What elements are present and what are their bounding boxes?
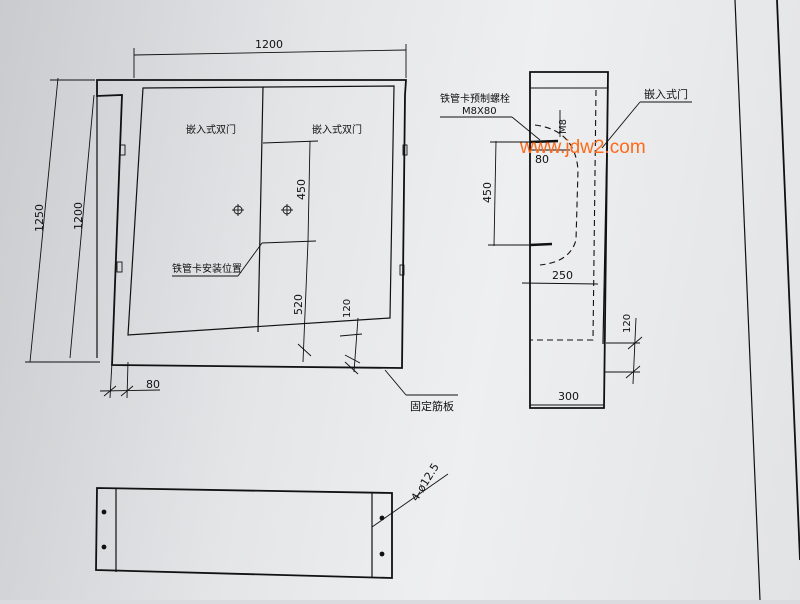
label-pipe-clamp-position: 铁管卡安装位置	[172, 262, 242, 275]
hinge-right-bottom	[399, 264, 405, 276]
embedded-door-dashed	[530, 89, 597, 341]
door-divider	[257, 86, 264, 333]
label-fixing-rib-plate: 固定筋板	[410, 399, 454, 413]
label-embedded-door: 嵌入式门	[644, 87, 688, 101]
side-view: 铁管卡预制螺栓 M8X80 M8 80 450 250 120 300 嵌入式门	[440, 71, 692, 409]
hole-bottom-right	[379, 551, 385, 557]
door-panel	[127, 85, 395, 336]
dim-cabinet-height: 1200	[72, 202, 85, 230]
dim-width: 1200	[255, 38, 283, 51]
label-door-left: 嵌入式双门	[186, 123, 236, 136]
watermark-text: www.jdw2.com	[519, 137, 646, 158]
hole-top-left	[101, 509, 107, 515]
pipe-curve	[534, 124, 579, 266]
dim-side-450: 450	[481, 182, 494, 203]
dim-250: 250	[552, 269, 573, 282]
bolt-bottom	[529, 242, 553, 247]
dim-520: 520	[292, 294, 305, 315]
plate-view: 4-ø12.5	[95, 461, 449, 579]
bolt-top	[529, 139, 559, 144]
dim-side-120: 120	[622, 314, 633, 333]
front-view: 1200 1250 1200 嵌入式双门 嵌入式双门 450 520 120 铁…	[25, 38, 458, 413]
cabinet-outline	[96, 79, 407, 369]
label-bolt-spec: M8X80	[462, 106, 497, 117]
label-pipe-clamp-bolt: 铁管卡预制螺栓	[440, 92, 510, 105]
hole-bottom-left	[101, 544, 107, 550]
dim-total-height: 1250	[33, 204, 46, 232]
hinge-top	[119, 144, 126, 156]
dim-300: 300	[558, 390, 579, 403]
dim-side-80: 80	[535, 153, 549, 166]
dim-80: 80	[146, 378, 160, 391]
dim-m8: M8	[558, 119, 569, 134]
dim-120: 120	[342, 299, 353, 318]
plate-outline	[95, 487, 393, 579]
dim-door-450: 450	[295, 179, 308, 200]
label-door-right: 嵌入式双门	[312, 123, 362, 136]
hinge-right-top	[402, 144, 408, 156]
hinge-bottom	[116, 261, 123, 273]
sheet-border	[734, 0, 800, 601]
side-body-outline	[529, 71, 609, 409]
